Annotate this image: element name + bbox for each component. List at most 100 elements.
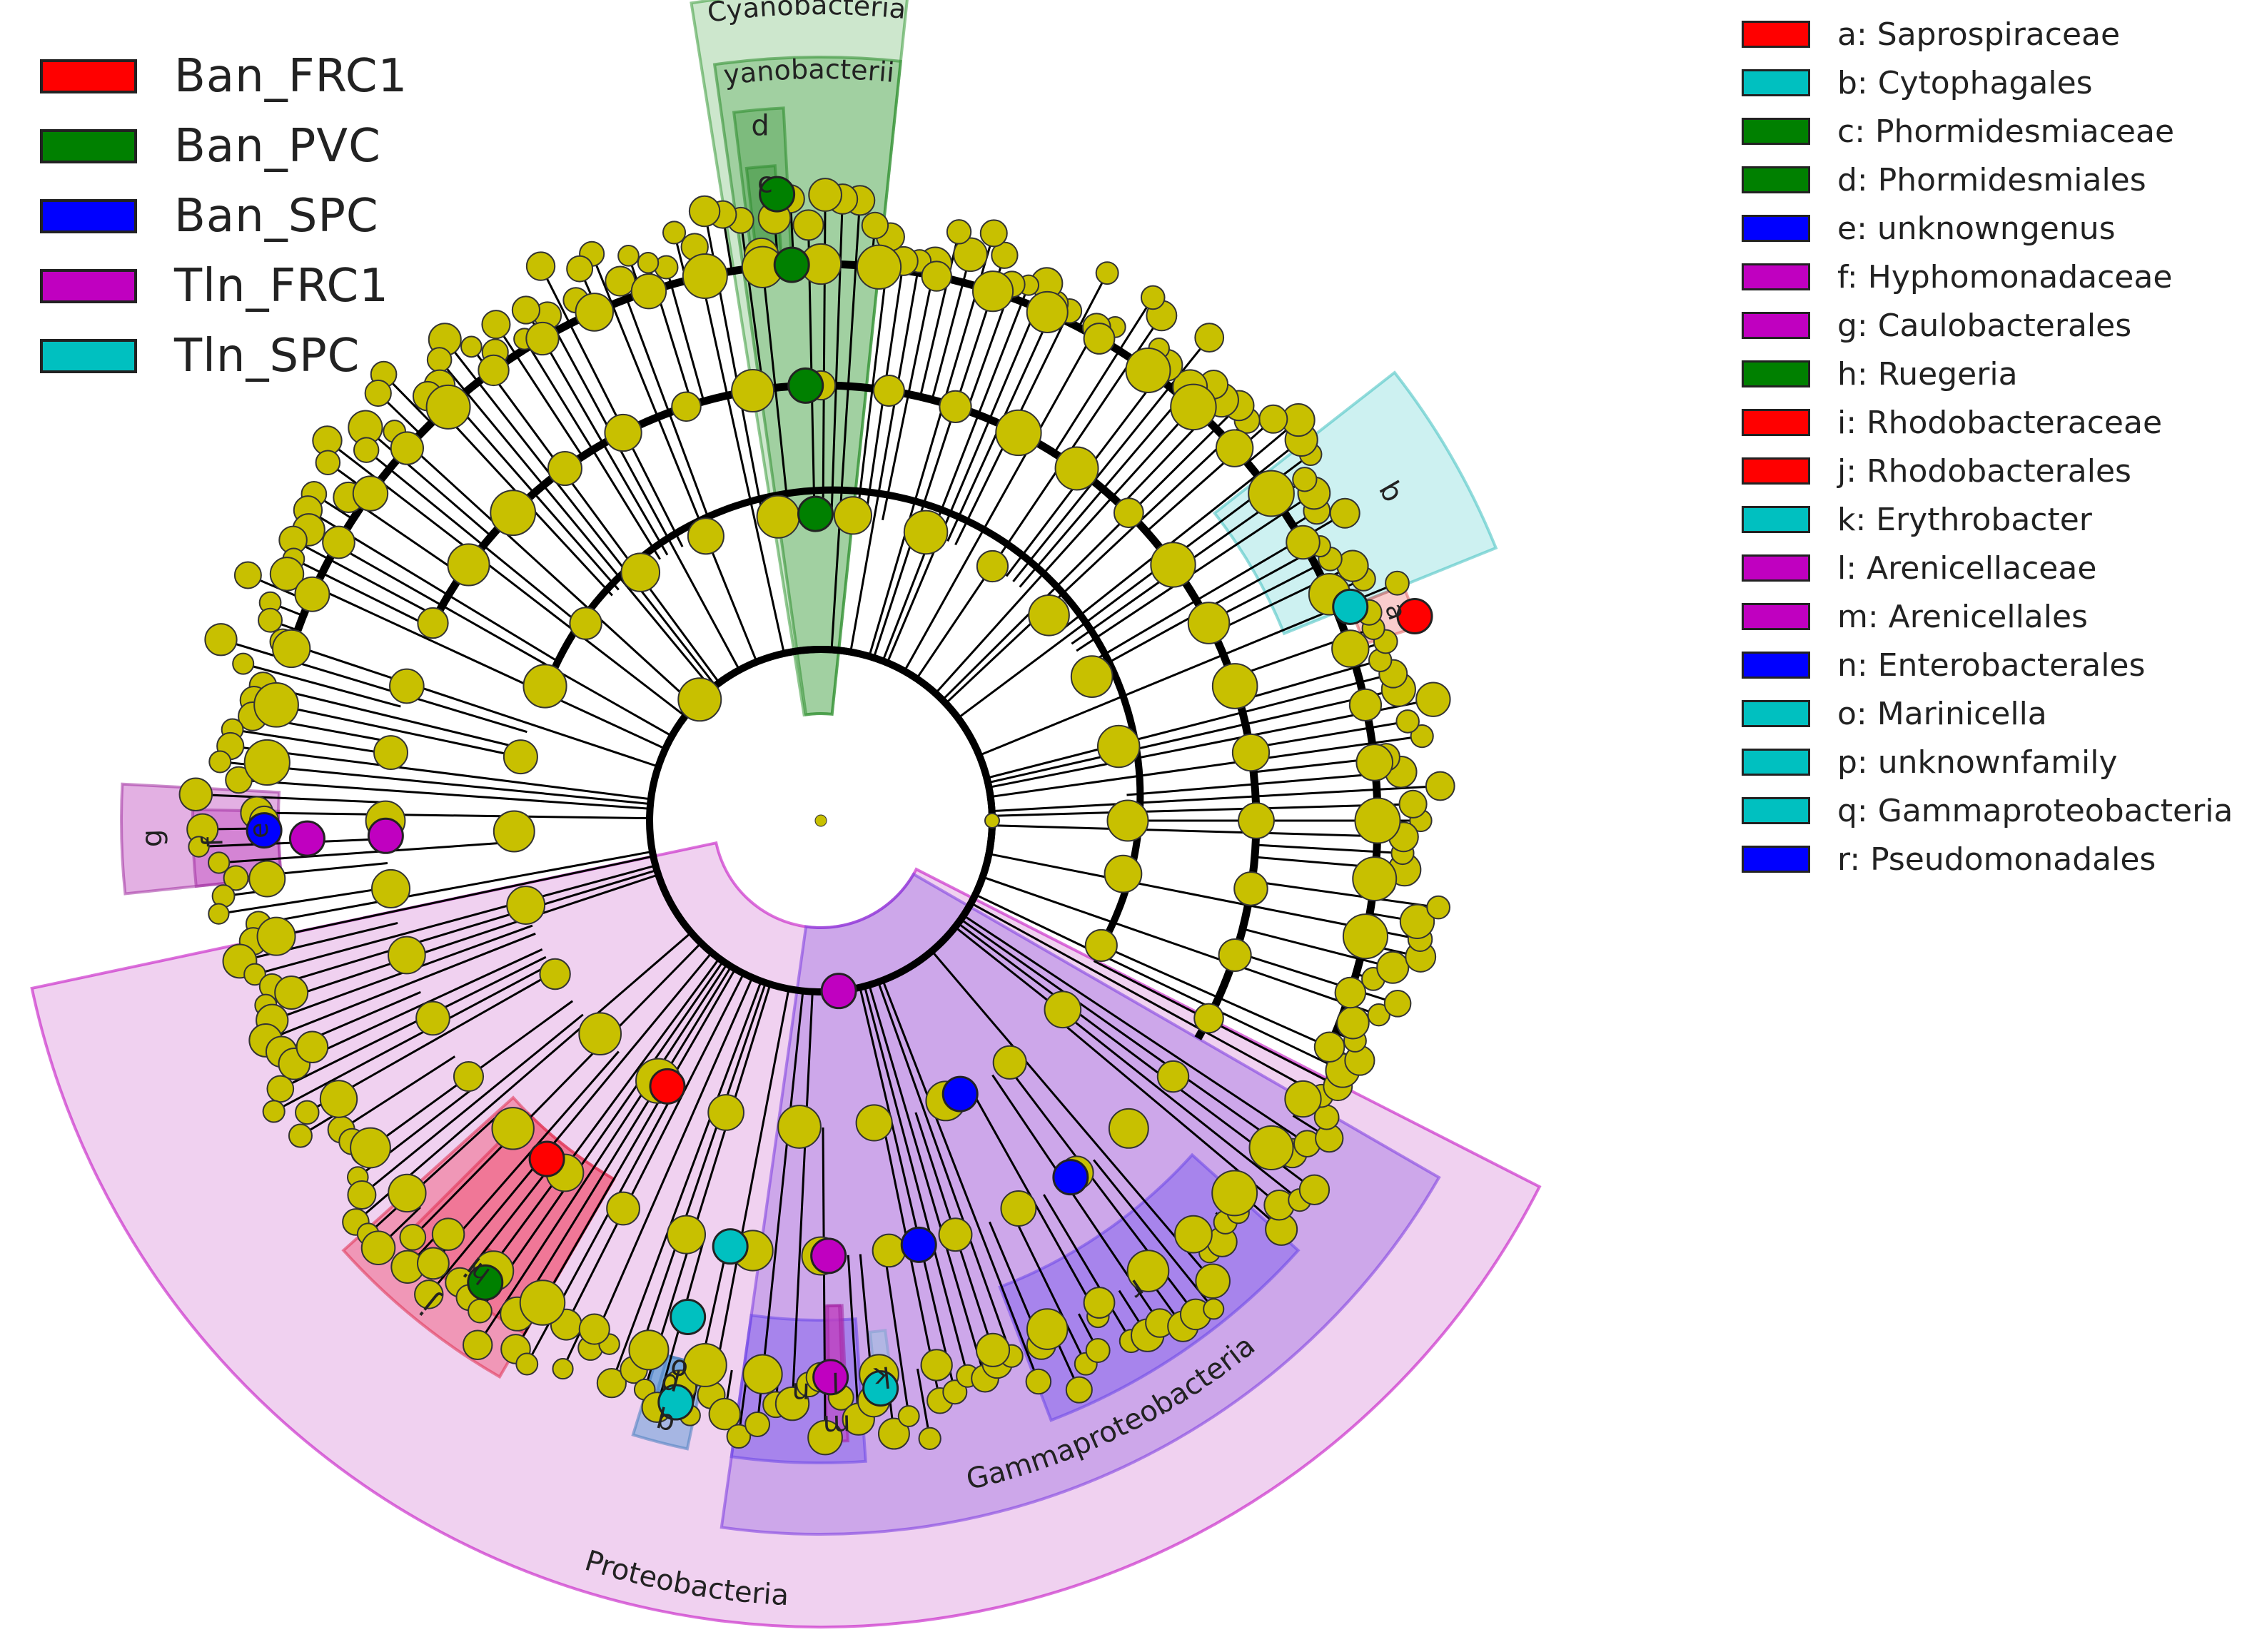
branch-spoke: [739, 220, 764, 390]
taxon-node: [511, 295, 541, 325]
biomarker-node: [759, 176, 796, 213]
legend-swatch: [1742, 457, 1810, 485]
branch-spoke: [243, 662, 401, 708]
taxon-node: [425, 384, 471, 430]
biomarker-node: [367, 817, 404, 854]
branch-spoke: [915, 315, 1163, 679]
taxon-node: [1367, 1003, 1390, 1027]
taxon-node: [1248, 470, 1295, 517]
branch-spoke: [1255, 843, 1403, 855]
taxon-node: [617, 244, 640, 267]
legend-swatch: [1742, 554, 1810, 582]
taxon-node: [204, 623, 238, 657]
legend-label: Tln_FRC1: [174, 260, 389, 313]
taxon-node: [1286, 525, 1321, 560]
taxon-node: [1203, 1298, 1225, 1320]
taxon-node: [1083, 1287, 1116, 1319]
taxon-node: [1410, 724, 1434, 749]
biomarker-node: [467, 1264, 504, 1301]
branch-spoke: [619, 280, 715, 534]
taxon-node: [462, 1329, 493, 1360]
taxon-node: [578, 1012, 622, 1056]
legend-label: j: Rhodobacterales: [1837, 452, 2131, 490]
taxon-node: [515, 1352, 539, 1376]
legend-label: m: Arenicellales: [1837, 598, 2088, 635]
legend-swatch: [1742, 409, 1810, 436]
legend-swatch: [40, 269, 137, 303]
branch-spoke: [230, 745, 652, 801]
taxon-node: [742, 1354, 783, 1394]
branch-spoke: [883, 1251, 910, 1417]
taxon-node: [687, 517, 724, 555]
branch-spoke: [987, 688, 1399, 784]
taxon-node: [575, 293, 615, 332]
legend-label: Ban_SPC: [174, 190, 379, 243]
taxon-node: [976, 549, 1009, 583]
taxon-node: [756, 495, 800, 539]
taxon-node: [1104, 854, 1143, 893]
branch-spoke: [282, 640, 659, 768]
taxon-node: [1026, 290, 1069, 333]
biomarker-node: [797, 495, 834, 532]
taxon-node: [295, 1100, 320, 1125]
branch-spoke: [931, 950, 1214, 1282]
taxon-node: [389, 668, 425, 704]
branch-spoke: [432, 1050, 620, 1265]
clade-legend-item: h: Ruegeria: [1742, 350, 2233, 398]
legend-label: n: Enterobacterales: [1837, 647, 2146, 684]
branch-spoke: [991, 824, 1404, 838]
clade-legend-item: g: Caulobacterales: [1742, 301, 2233, 350]
clade-legend-item: p: unknownfamily: [1742, 738, 2233, 786]
clade-legend-item: a: Saprospiraceae: [1742, 10, 2233, 59]
branch-spoke: [196, 793, 386, 804]
taxon-node: [256, 916, 296, 956]
branch-spoke: [760, 255, 790, 516]
taxon-node: [288, 1123, 313, 1148]
taxon-node: [1334, 976, 1367, 1009]
clade-legend-item: i: Rhodobacteraceae: [1742, 398, 2233, 447]
taxon-node: [1231, 733, 1271, 772]
branch-spoke: [476, 963, 728, 1346]
branch-spoke: [830, 198, 844, 515]
taxon-node: [208, 851, 231, 874]
group-legend: Ban_FRC1 Ban_PVC Ban_SPC Tln_FRC1 Tln_SP…: [40, 41, 408, 391]
clade-legend-item: r: Pseudomonadales: [1742, 835, 2233, 883]
branch-spoke: [367, 1113, 500, 1235]
taxon-node: [1106, 799, 1149, 842]
clade-legend: a: Saprospiraceae b: Cytophagales c: Pho…: [1742, 10, 2233, 883]
label-f: f: [196, 836, 229, 848]
taxon-node: [262, 1100, 286, 1123]
legend-label: Tln_SPC: [174, 330, 360, 382]
taxon-node: [232, 652, 255, 675]
taxon-node: [872, 375, 905, 407]
taxon-node: [688, 195, 721, 228]
taxon-node: [243, 739, 291, 786]
taxon-node: [1352, 856, 1398, 902]
legend-swatch: [1742, 312, 1810, 339]
clade-legend-item: l: Arenicellaceae: [1742, 544, 2233, 592]
taxon-node: [1313, 1031, 1345, 1063]
taxon-node: [1248, 1125, 1294, 1171]
taxon-node: [1065, 1376, 1093, 1404]
biomarker-node: [787, 367, 824, 404]
branch-spoke: [590, 253, 758, 663]
legend-swatch: [40, 129, 137, 163]
taxon-node: [525, 251, 556, 281]
taxon-node: [942, 1379, 968, 1405]
taxon-node: [946, 219, 972, 245]
taxon-node: [792, 209, 824, 241]
taxon-node: [1336, 1005, 1370, 1040]
branch-spoke: [438, 359, 713, 690]
branch-spoke: [412, 942, 702, 1238]
taxon-node: [666, 1215, 707, 1255]
taxon-node: [939, 390, 972, 423]
taxon-node: [975, 1332, 1011, 1367]
branch-spoke: [218, 841, 515, 864]
taxon-node: [707, 1094, 744, 1131]
label-n: n: [792, 1376, 811, 1409]
label-l: l: [831, 1366, 839, 1399]
branch-spoke: [756, 990, 804, 1425]
legend-label: o: Marinicella: [1837, 695, 2047, 732]
taxon-node: [921, 260, 952, 292]
